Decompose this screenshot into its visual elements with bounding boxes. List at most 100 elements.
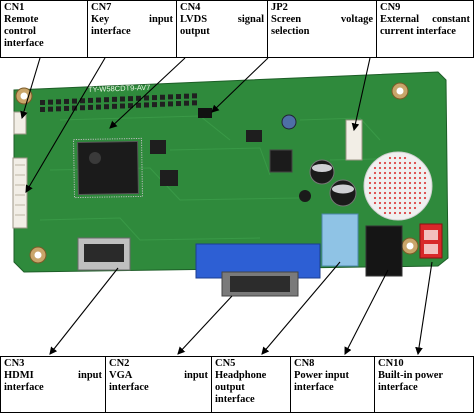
silkscreen-text: TY-W58CDT9-AV7 — [88, 83, 151, 94]
label-line: output — [215, 382, 245, 393]
grille-hole — [378, 176, 382, 180]
header-pin — [48, 99, 53, 105]
main-ic-chip — [72, 137, 144, 199]
grille-hole — [403, 191, 407, 195]
grille-hole — [393, 171, 397, 175]
grille-hole — [378, 186, 382, 190]
bottom-label-table: CN3 HDMI input interface CN2 VGA input i… — [0, 356, 474, 413]
grille-hole — [408, 211, 412, 215]
grille-hole — [408, 166, 412, 170]
label-line: Key input — [91, 14, 173, 25]
top-label-table: CN1 Remote control interface CN7 Key inp… — [0, 0, 474, 58]
grille-hole — [403, 186, 407, 190]
label-cn3: CN3 HDMI input interface — [0, 356, 106, 413]
header-pin — [48, 106, 53, 112]
grille-hole — [383, 166, 387, 170]
grille-hole — [423, 186, 427, 190]
grille-hole — [413, 201, 417, 205]
grille-hole — [373, 186, 377, 190]
grille-hole — [373, 196, 377, 200]
grille-hole — [408, 191, 412, 195]
grille-hole — [403, 206, 407, 210]
header-pin — [64, 105, 69, 111]
grille-hole — [393, 186, 397, 190]
header-pin — [96, 97, 101, 103]
grille-hole — [403, 201, 407, 205]
small-chip — [150, 140, 166, 154]
grille-hole — [398, 161, 402, 165]
grille-hole — [378, 191, 382, 195]
grille-hole — [403, 176, 407, 180]
header-pin — [192, 100, 197, 106]
headphone-jack — [321, 213, 359, 267]
grille-hole — [403, 171, 407, 175]
label-cn10: CN10 Built-in power interface — [374, 356, 474, 413]
grille-hole — [388, 211, 392, 215]
header-pin — [128, 96, 133, 102]
grille-hole — [373, 171, 377, 175]
grille-hole — [398, 171, 402, 175]
label-code: CN9 — [380, 2, 401, 13]
label-code: CN3 — [4, 358, 25, 369]
grille-hole — [418, 171, 422, 175]
grille-hole — [398, 196, 402, 200]
capacitors — [281, 114, 357, 207]
grille-hole — [398, 191, 402, 195]
label-line: interface — [215, 394, 255, 405]
grille-hole — [373, 191, 377, 195]
grille-hole — [423, 171, 427, 175]
grille-hole — [418, 201, 422, 205]
grille-hole — [388, 196, 392, 200]
header-pin — [72, 105, 77, 111]
label-line: selection — [271, 26, 310, 37]
grille-hole — [368, 181, 372, 185]
grille-hole — [403, 196, 407, 200]
grille-hole — [413, 171, 417, 175]
power-jack — [365, 225, 403, 277]
grille-hole — [403, 166, 407, 170]
connector-cn1 — [13, 111, 27, 135]
connector-side — [12, 157, 28, 229]
header-pin — [56, 99, 61, 105]
grille-hole — [423, 181, 427, 185]
grille-hole — [398, 186, 402, 190]
vga-port — [195, 243, 321, 297]
header-pin — [56, 106, 61, 112]
label-jp2: JP2 Screen voltage selection — [267, 0, 377, 58]
grille-hole — [393, 206, 397, 210]
header-pin — [80, 105, 85, 111]
grille-hole — [383, 201, 387, 205]
grille-hole — [388, 166, 392, 170]
header-pin — [80, 98, 85, 104]
header-pin — [160, 101, 165, 107]
grille-hole — [403, 181, 407, 185]
header-pin — [88, 97, 93, 103]
label-cn4: CN4 LVDS signal output — [176, 0, 268, 58]
grille-hole — [413, 196, 417, 200]
header-pin — [176, 94, 181, 100]
small-chip — [160, 170, 178, 186]
label-line: External constant — [380, 14, 470, 25]
header-pin — [184, 100, 189, 106]
grille-hole — [378, 181, 382, 185]
header-pin — [152, 95, 157, 101]
grille-hole — [403, 211, 407, 215]
grille-hole — [388, 176, 392, 180]
hdmi-port — [77, 237, 131, 271]
label-cn1: CN1 Remote control interface — [0, 0, 88, 58]
grille-hole — [388, 201, 392, 205]
grille-hole — [413, 161, 417, 165]
label-line: HDMI input — [4, 370, 102, 381]
grille-hole — [398, 181, 402, 185]
label-cn7: CN7 Key input interface — [87, 0, 177, 58]
grille-hole — [408, 186, 412, 190]
grille-hole — [393, 191, 397, 195]
label-line: interface — [4, 38, 44, 49]
grille-hole — [418, 181, 422, 185]
label-cn2: CN2 VGA input interface — [105, 356, 212, 413]
grille-hole — [383, 196, 387, 200]
grille-hole — [408, 201, 412, 205]
grille-hole — [388, 206, 392, 210]
header-pin — [112, 96, 117, 102]
